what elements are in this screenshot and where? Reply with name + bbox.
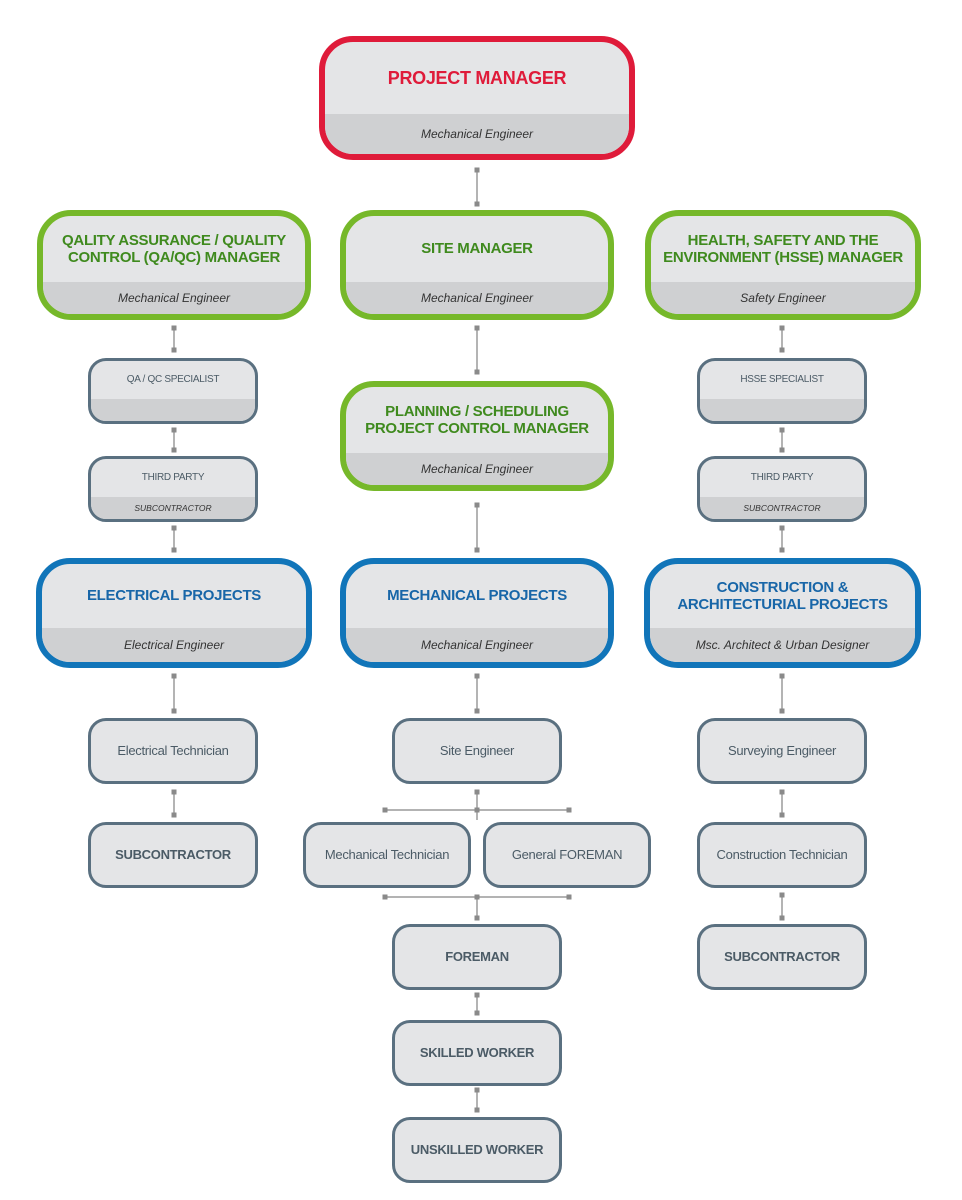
mechanical-projects-subtitle: Mechanical Engineer bbox=[346, 628, 608, 662]
electrical-technician-label: Electrical Technician bbox=[117, 742, 229, 758]
surveying-engineer-label: Surveying Engineer bbox=[727, 742, 837, 758]
construction-projects-title: CONSTRUCTION & ARCHITECTURIAL PROJECTS bbox=[677, 578, 888, 613]
surveying-engineer-box: Surveying Engineer bbox=[697, 718, 867, 784]
hsse-specialist-box: HSSE SPECIALIST bbox=[697, 358, 867, 424]
site-manager-subtitle: Mechanical Engineer bbox=[346, 282, 608, 314]
general-foreman-box: General FOREMAN bbox=[483, 822, 651, 888]
qa-qc-specialist-title: QA / QC SPECIALIST bbox=[126, 374, 220, 386]
hsse-manager-title: HEALTH, SAFETY AND THE ENVIRONMENT (HSSE… bbox=[663, 231, 903, 266]
subcontractor-right-box: SUBCONTRACTOR bbox=[697, 924, 867, 990]
foreman-box: FOREMAN bbox=[392, 924, 562, 990]
site-engineer-box: Site Engineer bbox=[392, 718, 562, 784]
electrical-projects-title: ELECTRICAL PROJECTS bbox=[86, 587, 262, 605]
third-party-right-subtitle: SUBCONTRACTOR bbox=[700, 497, 864, 519]
general-foreman-label: General FOREMAN bbox=[511, 846, 623, 862]
subcontractor-left-label: SUBCONTRACTOR bbox=[115, 846, 231, 862]
planning-manager-subtitle: Mechanical Engineer bbox=[346, 453, 608, 485]
site-manager-box: SITE MANAGER Mechanical Engineer bbox=[340, 210, 614, 320]
site-engineer-label: Site Engineer bbox=[439, 742, 515, 758]
mechanical-projects-title: MECHANICAL PROJECTS bbox=[387, 587, 567, 605]
project-manager-subtitle: Mechanical Engineer bbox=[325, 114, 629, 154]
project-manager-box: PROJECT MANAGER Mechanical Engineer bbox=[319, 36, 635, 160]
hsse-specialist-subtitle bbox=[700, 399, 864, 421]
third-party-left-box: THIRD PARTY SUBCONTRACTOR bbox=[88, 456, 258, 522]
third-party-right-title: THIRD PARTY bbox=[750, 472, 814, 484]
electrical-projects-subtitle: Electrical Engineer bbox=[42, 628, 306, 662]
electrical-projects-box: ELECTRICAL PROJECTS Electrical Engineer bbox=[36, 558, 312, 668]
subcontractor-right-label: SUBCONTRACTOR bbox=[724, 948, 840, 964]
skilled-worker-box: SKILLED WORKER bbox=[392, 1020, 562, 1086]
construction-projects-subtitle: Msc. Architect & Urban Designer bbox=[650, 628, 915, 662]
third-party-left-subtitle: SUBCONTRACTOR bbox=[91, 497, 255, 519]
hsse-manager-subtitle: Safety Engineer bbox=[651, 282, 915, 314]
mechanical-technician-label: Mechanical Technician bbox=[324, 846, 450, 862]
unskilled-worker-box: UNSKILLED WORKER bbox=[392, 1117, 562, 1183]
subcontractor-left-box: SUBCONTRACTOR bbox=[88, 822, 258, 888]
construction-projects-box: CONSTRUCTION & ARCHITECTURIAL PROJECTS M… bbox=[644, 558, 921, 668]
planning-manager-box: PLANNING / SCHEDULING PROJECT CONTROL MA… bbox=[340, 381, 614, 491]
site-manager-title: SITE MANAGER bbox=[421, 240, 533, 258]
third-party-right-box: THIRD PARTY SUBCONTRACTOR bbox=[697, 456, 867, 522]
skilled-worker-label: SKILLED WORKER bbox=[419, 1044, 535, 1060]
mechanical-technician-box: Mechanical Technician bbox=[303, 822, 471, 888]
qa-qc-specialist-box: QA / QC SPECIALIST bbox=[88, 358, 258, 424]
construction-technician-label: Construction Technician bbox=[716, 846, 848, 862]
electrical-technician-box: Electrical Technician bbox=[88, 718, 258, 784]
planning-manager-title: PLANNING / SCHEDULING PROJECT CONTROL MA… bbox=[365, 402, 589, 437]
mechanical-projects-box: MECHANICAL PROJECTS Mechanical Engineer bbox=[340, 558, 614, 668]
hsse-manager-box: HEALTH, SAFETY AND THE ENVIRONMENT (HSSE… bbox=[645, 210, 921, 320]
qa-qc-specialist-subtitle bbox=[91, 399, 255, 421]
project-manager-title: PROJECT MANAGER bbox=[387, 67, 567, 88]
foreman-label: FOREMAN bbox=[445, 948, 509, 964]
third-party-left-title: THIRD PARTY bbox=[141, 472, 205, 484]
unskilled-worker-label: UNSKILLED WORKER bbox=[410, 1141, 544, 1157]
qa-qc-manager-title: QALITY ASSURANCE / QUALITY CONTROL (QA/Q… bbox=[62, 231, 286, 266]
qa-qc-manager-subtitle: Mechanical Engineer bbox=[43, 282, 305, 314]
qa-qc-manager-box: QALITY ASSURANCE / QUALITY CONTROL (QA/Q… bbox=[37, 210, 311, 320]
hsse-specialist-title: HSSE SPECIALIST bbox=[740, 374, 824, 386]
construction-technician-box: Construction Technician bbox=[697, 822, 867, 888]
